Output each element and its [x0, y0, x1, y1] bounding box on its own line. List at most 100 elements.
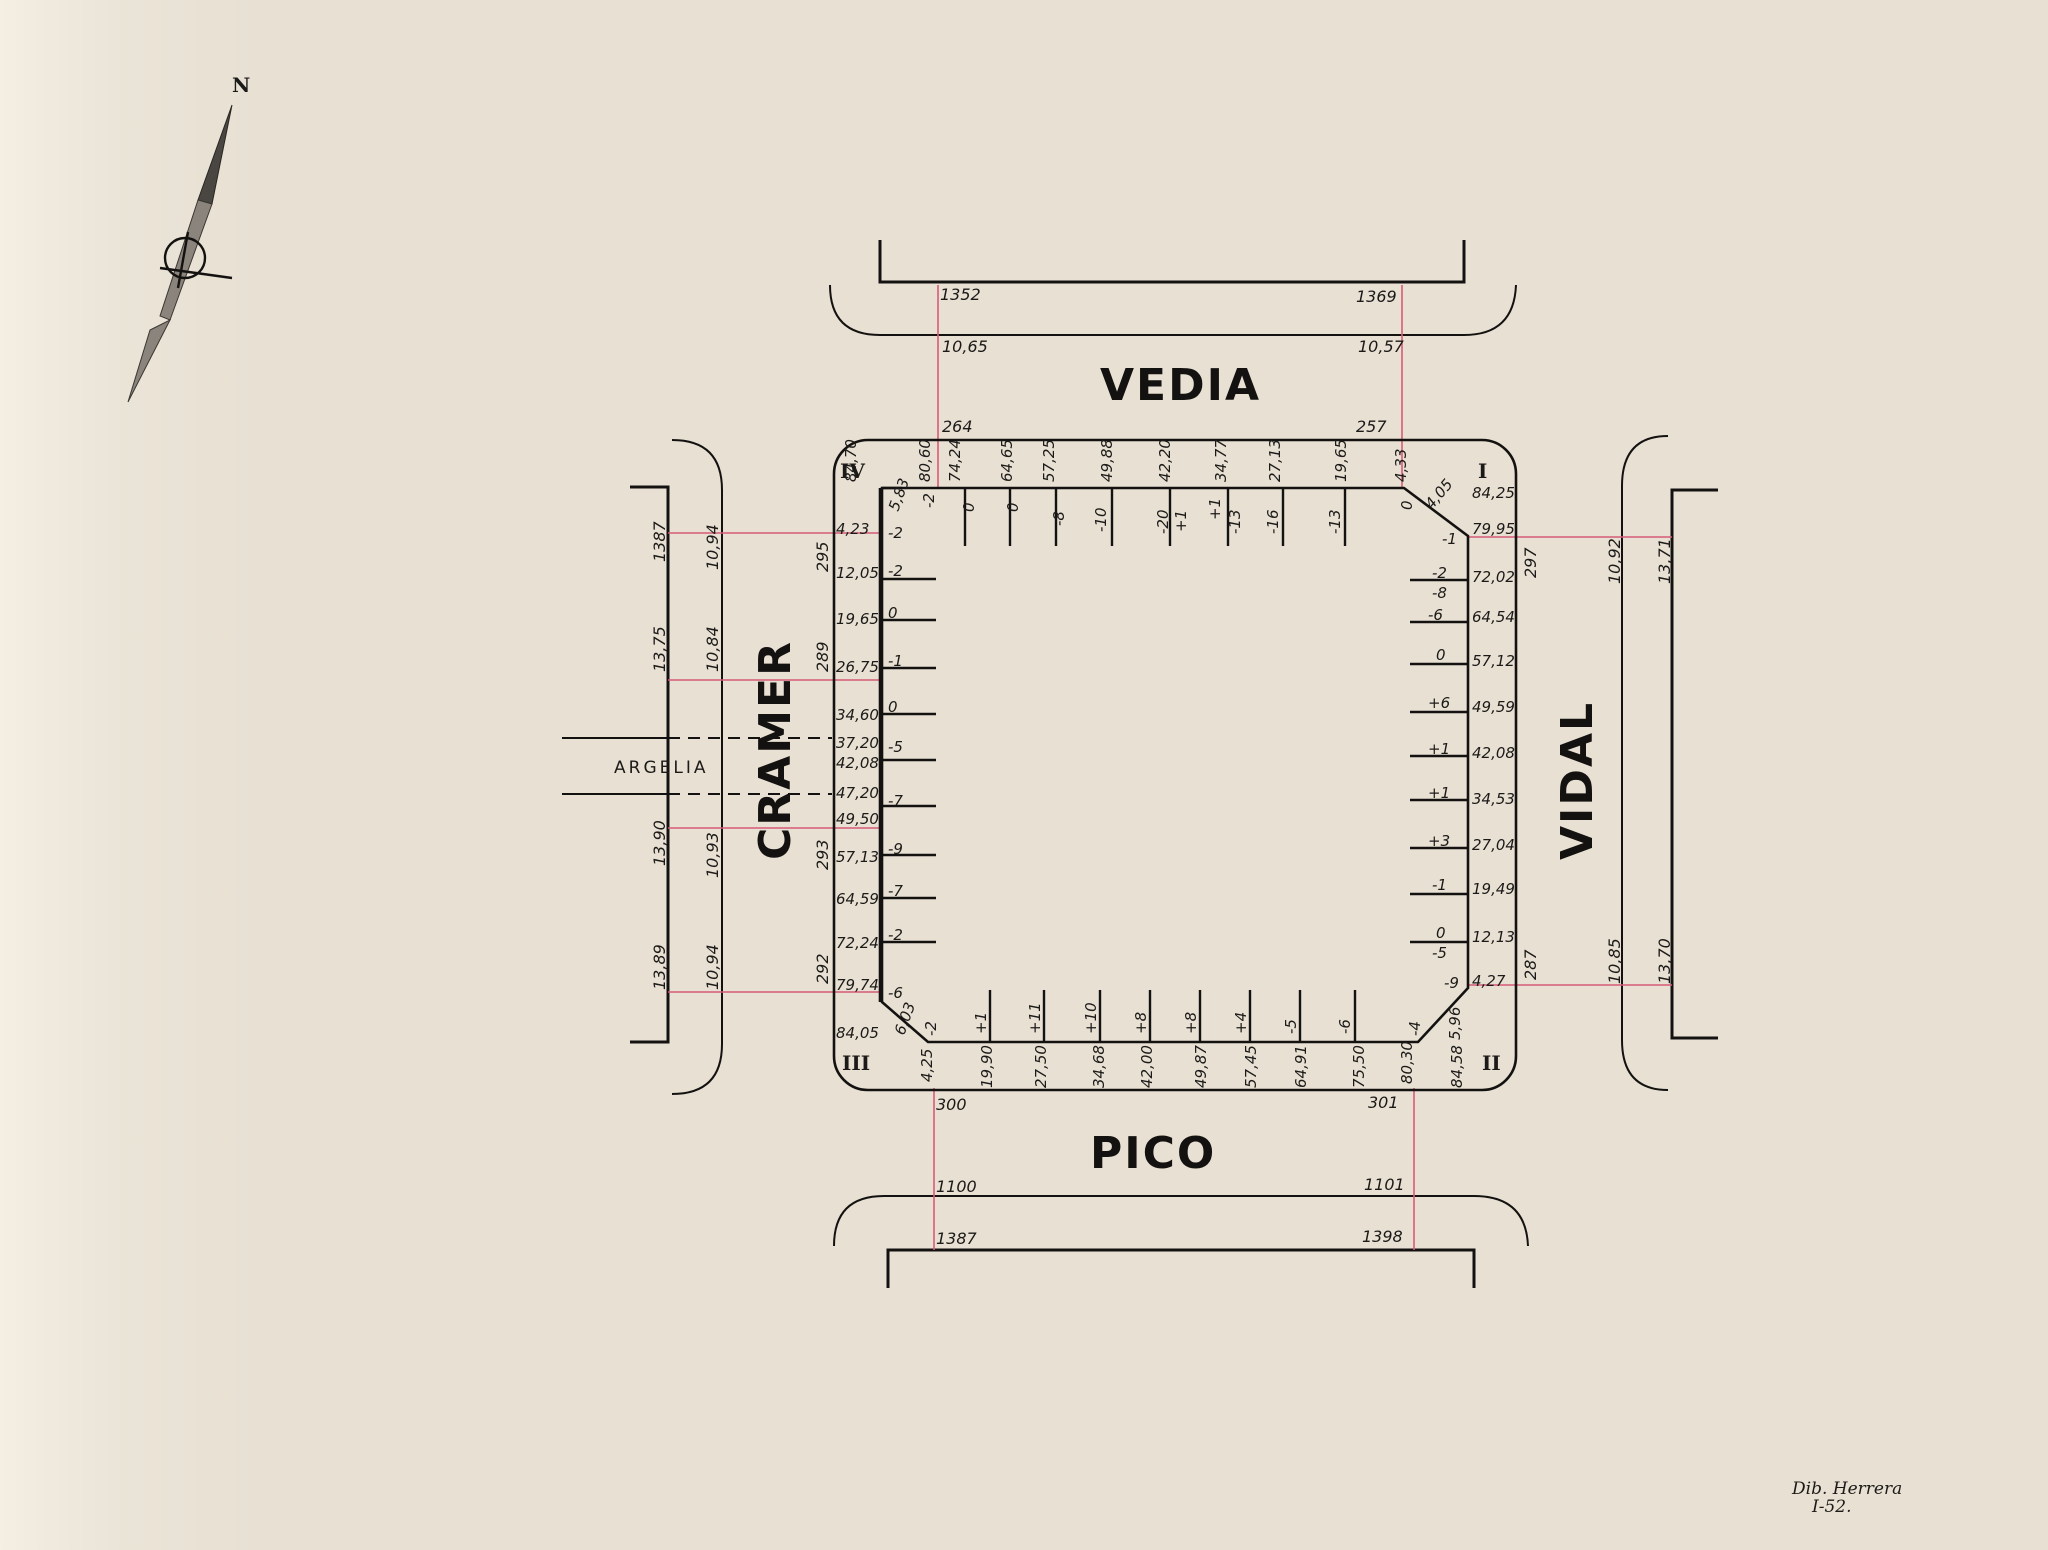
- east-distance: 34,53: [1472, 790, 1515, 808]
- west-cut: -9: [888, 840, 903, 858]
- chamfer-ne: 4,05: [1421, 475, 1456, 512]
- north-label: N: [232, 73, 250, 97]
- south-cut: +4: [1232, 1012, 1250, 1034]
- east-cut: -9: [1444, 974, 1459, 992]
- north-distance: 84,70: [842, 439, 860, 482]
- east-cut: -2: [1432, 564, 1447, 582]
- west-distance: 12,05: [836, 564, 879, 582]
- south-distance: 49,87: [1192, 1045, 1210, 1088]
- south-distance: 64,91: [1292, 1045, 1310, 1088]
- signature-name: Dib. Herrera: [1791, 1479, 1902, 1499]
- street-name-north: VEDIA: [1100, 360, 1261, 411]
- west-label: 10,94: [703, 524, 722, 570]
- north-opposite-block: [829, 240, 1517, 336]
- south-distance: 57,45: [1242, 1045, 1260, 1088]
- east-label: 10,92: [1605, 538, 1624, 584]
- street-name-south: PICO: [1090, 1128, 1216, 1179]
- west-label: 292: [813, 953, 832, 984]
- north-distance: 57,25: [1040, 439, 1058, 482]
- north-cut: +1: [1206, 498, 1224, 520]
- corner-ne: I: [1478, 459, 1487, 483]
- north-cut: +1: [1172, 510, 1190, 532]
- north-label: 257: [1356, 417, 1387, 436]
- south-opposite-block: [833, 1195, 1529, 1288]
- street-name-east: VIDAL: [1552, 701, 1603, 860]
- east-label: 13,70: [1655, 938, 1674, 984]
- east-label: 13,71: [1655, 538, 1674, 584]
- east-cut: +1: [1428, 740, 1450, 758]
- south-distance: 42,00: [1138, 1045, 1156, 1088]
- west-label: 10,93: [703, 832, 722, 878]
- west-cut: -7: [888, 882, 903, 900]
- south-ticks: [988, 990, 1357, 1042]
- west-ticks: [880, 577, 936, 944]
- north-label: 1369: [1356, 287, 1397, 306]
- west-label: 289: [813, 641, 832, 672]
- west-label: 13,89: [650, 944, 669, 990]
- east-label: 297: [1521, 547, 1540, 578]
- corner-nw: IV: [840, 459, 865, 483]
- north-label: 1352: [940, 285, 981, 304]
- east-cut: 0: [1436, 646, 1446, 664]
- north-cut: 0: [1004, 502, 1022, 512]
- south-cut: -6: [1336, 1019, 1354, 1034]
- east-cut: +1: [1428, 784, 1450, 802]
- west-distance: 37,20: [836, 734, 879, 752]
- south-cut: -4: [1406, 1021, 1424, 1036]
- west-distance: 49,50: [836, 810, 879, 828]
- chamfer-nw: 5,83: [885, 476, 913, 514]
- east-distance: 42,08: [1472, 744, 1515, 762]
- signature-date: I-52.: [1811, 1497, 1852, 1517]
- south-label: 1398: [1362, 1227, 1403, 1246]
- south-cut: -2: [922, 1021, 940, 1036]
- west-distance: 42,08: [836, 754, 879, 772]
- west-label: 1387: [650, 520, 669, 562]
- west-distance: 4,23: [836, 520, 869, 538]
- south-cut: +8: [1132, 1012, 1150, 1034]
- west-label: 13,75: [650, 626, 669, 672]
- south-label: 1387: [936, 1229, 978, 1248]
- west-cut: 0: [888, 698, 898, 716]
- east-distance: 4,27: [1472, 972, 1506, 990]
- east-label: 287: [1521, 949, 1540, 980]
- west-distance: 47,20: [836, 784, 879, 802]
- west-cut: -6: [888, 984, 903, 1002]
- west-distance: 26,75: [836, 658, 879, 676]
- west-cut: -2: [888, 562, 903, 580]
- east-label: 10,85: [1605, 938, 1624, 984]
- north-distance: 42,20: [1156, 439, 1174, 482]
- south-label: 1101: [1364, 1175, 1405, 1194]
- east-cut: +3: [1428, 832, 1450, 850]
- west-opposite-block: [562, 439, 723, 1095]
- west-distance: 72,24: [836, 934, 879, 952]
- street-name-west: CRAMER: [750, 640, 801, 860]
- north-cut: -13: [1326, 510, 1344, 535]
- east-distance: 27,04: [1472, 836, 1515, 854]
- north-arrow-icon: [127, 104, 233, 403]
- south-label: 301: [1368, 1093, 1399, 1112]
- east-distance: 57,12: [1472, 652, 1515, 670]
- north-label: 10,57: [1358, 337, 1405, 356]
- south-cut: +10: [1082, 1002, 1100, 1034]
- north-cut: 0: [960, 502, 978, 512]
- block-outline: [832, 438, 1518, 1092]
- south-distance: 75,50: [1350, 1045, 1368, 1088]
- east-cut: -1: [1432, 876, 1447, 894]
- east-distance: 12,13: [1472, 928, 1515, 946]
- north-label: 10,65: [942, 337, 988, 356]
- north-distance: 64,65: [998, 439, 1016, 482]
- south-cut: 5,96: [1446, 1007, 1464, 1040]
- north-distance: 34,77: [1212, 439, 1230, 482]
- south-cut: -5: [1282, 1019, 1300, 1034]
- north-cut: -2: [920, 493, 938, 508]
- east-ticks: [1410, 578, 1468, 944]
- east-distance: 19,49: [1472, 880, 1515, 898]
- east-distance: 79,95: [1472, 520, 1515, 538]
- west-label: 295: [813, 541, 832, 572]
- north-distance: 19,65: [1332, 439, 1350, 482]
- west-distance: 34,60: [836, 706, 879, 724]
- west-cut: -2: [888, 926, 903, 944]
- east-cut: -6: [1428, 606, 1443, 624]
